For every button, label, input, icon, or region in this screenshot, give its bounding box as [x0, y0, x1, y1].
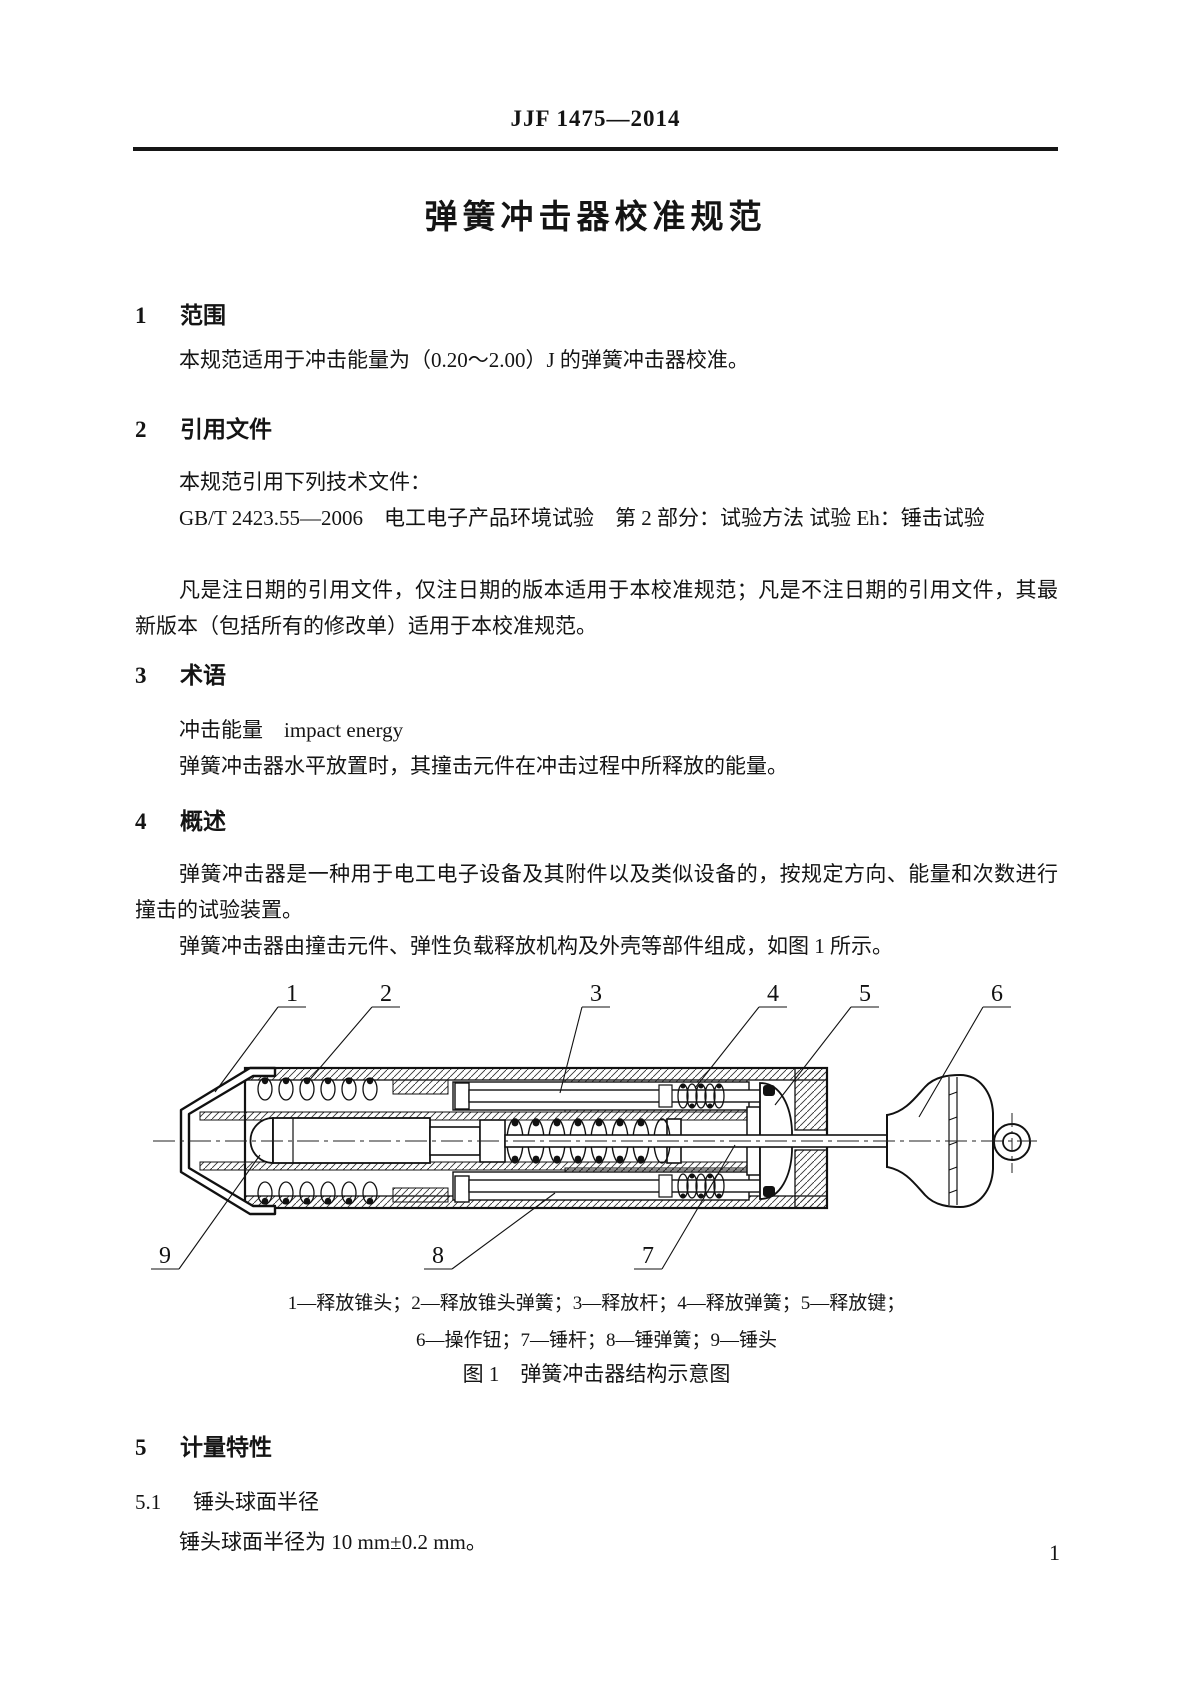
callout-7: 7	[642, 1243, 654, 1269]
standard-code: JJF 1475—2014	[510, 106, 681, 131]
section-2-heading: 2 引用文件	[135, 410, 1058, 444]
section-5-title: 计量特性	[180, 1434, 272, 1460]
section-4-heading: 4 概述	[135, 802, 1058, 836]
release-rod-top	[468, 1089, 764, 1103]
section-4-title: 概述	[180, 808, 226, 834]
callout-3: 3	[590, 981, 602, 1007]
section-4-number: 4	[135, 809, 147, 834]
figure-caption: 图 1 弹簧冲击器结构示意图	[462, 1362, 731, 1386]
callout-leaders	[151, 1006, 1011, 1270]
section-1-number: 1	[135, 303, 147, 328]
section-2-paragraph-2: GB/T 2423.55—2006 电工电子产品环境试验 第 2 部分：试验方法…	[179, 506, 985, 530]
section-1-title: 范围	[180, 302, 226, 328]
section-3-number: 3	[135, 663, 147, 688]
callout-1: 1	[286, 981, 298, 1007]
section-2-paragraph-3: 凡是注日期的引用文件，仅注日期的版本适用于本校准规范；凡是不注日期的引用文件，其…	[135, 578, 1058, 638]
section-5-heading: 5 计量特性	[135, 1428, 1058, 1462]
callout-9: 9	[159, 1243, 171, 1269]
section-2-paragraph-1: 本规范引用下列技术文件：	[179, 470, 431, 494]
callout-4: 4	[767, 981, 779, 1007]
section-2-number: 2	[135, 417, 147, 442]
centerlines	[153, 1113, 1037, 1173]
callout-6: 6	[991, 981, 1003, 1007]
callout-2: 2	[380, 981, 392, 1007]
section-5-paragraph: 锤头球面半径为 10 mm±0.2 mm。	[179, 1530, 487, 1554]
release-rod-flange-bottom	[454, 1175, 470, 1203]
section-5-1-heading: 5.1 锤头球面半径	[135, 1486, 1058, 1516]
figure-1-diagram: 1 2 3 4 5 6 7 8 9	[151, 981, 1037, 1270]
release-spring-top	[677, 1083, 725, 1109]
section-3-title: 术语	[180, 662, 226, 688]
section-1-heading: 1 范围	[135, 296, 1058, 330]
release-rod-assembly	[452, 1081, 764, 1203]
figure-legend-line-1: 1—释放锥头；2—释放锥头弹簧；3—释放杆；4—释放弹簧；5—释放键；	[287, 1293, 906, 1314]
figure-legend-line-2: 6—操作钮；7—锤杆；8—锤弹簧；9—锤头	[415, 1330, 777, 1351]
cone-head-spring-top	[257, 1077, 378, 1101]
section-4-paragraph-1: 弹簧冲击器是一种用于电工电子设备及其附件以及类似设备的，按规定方向、能量和次数进…	[135, 862, 1058, 922]
page-title: 弹簧冲击器校准规范	[424, 198, 767, 235]
section-5-1-title: 锤头球面半径	[193, 1490, 319, 1514]
section-3-heading: 3 术语	[135, 656, 1058, 690]
section-2-title: 引用文件	[180, 416, 272, 442]
term-entry: 冲击能量 impact energy	[179, 718, 404, 742]
release-rod-flange-top	[454, 1082, 470, 1110]
section-4-paragraph-2: 弹簧冲击器由撞击元件、弹性负载释放机构及外壳等部件组成，如图 1 所示。	[179, 934, 893, 958]
section-5-1-number: 5.1	[135, 1490, 162, 1514]
callout-8: 8	[432, 1243, 444, 1269]
cone-head-spring-bottom	[257, 1181, 378, 1205]
term-definition: 弹簧冲击器水平放置时，其撞击元件在冲击过程中所释放的能量。	[179, 754, 788, 778]
header-rule	[133, 147, 1058, 151]
page-number: 1	[1049, 1540, 1060, 1565]
section-1-paragraph: 本规范适用于冲击能量为（0.20～2.00）J 的弹簧冲击器校准。	[179, 348, 749, 372]
release-rod-bottom	[468, 1179, 764, 1193]
callout-5: 5	[859, 981, 871, 1007]
section-5-number: 5	[135, 1435, 147, 1460]
